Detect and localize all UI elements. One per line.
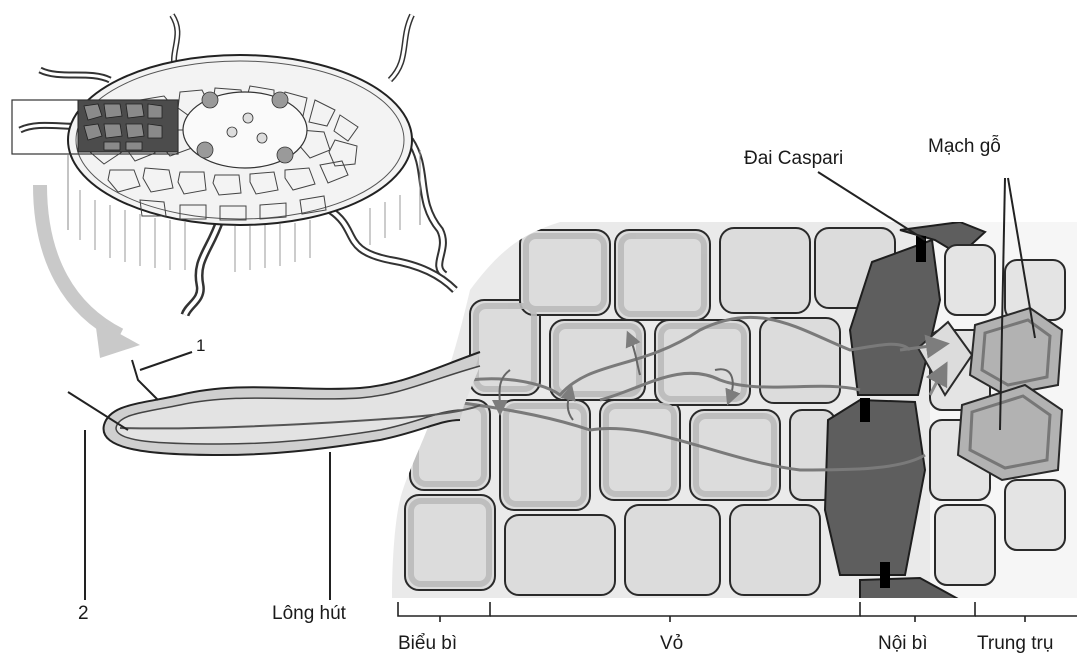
xylem-label: Mạch gỗ [928, 136, 1001, 158]
root-cross-section [12, 15, 455, 315]
caspari-band [860, 398, 870, 422]
cortex-cell [655, 320, 750, 405]
cortex-cell [625, 505, 720, 595]
marker-1-label: 1 [196, 336, 205, 356]
cortex-cell [730, 505, 820, 595]
zone-bracket [398, 602, 1077, 622]
cortex-cell [760, 318, 840, 403]
cortex-label: Vỏ [660, 633, 683, 655]
endodermis-label: Nội bì [878, 633, 928, 655]
cortex-cell [600, 400, 680, 500]
caspari-strip-label: Đai Caspari [744, 148, 843, 170]
endodermis-cell [825, 400, 925, 575]
stele-label: Trung trụ [977, 633, 1053, 655]
root-hair-label: Lông hút [272, 603, 346, 625]
cortex-cell [615, 230, 710, 320]
tissue-detail [380, 215, 1077, 605]
cortex-cell [405, 495, 495, 590]
epidermis-label: Biểu bì [398, 633, 457, 655]
cortex-cell [520, 230, 610, 315]
cortex-cell [505, 515, 615, 595]
cortex-cell [720, 228, 810, 313]
caspari-band [880, 562, 890, 588]
marker-2-label: 2 [78, 603, 89, 625]
